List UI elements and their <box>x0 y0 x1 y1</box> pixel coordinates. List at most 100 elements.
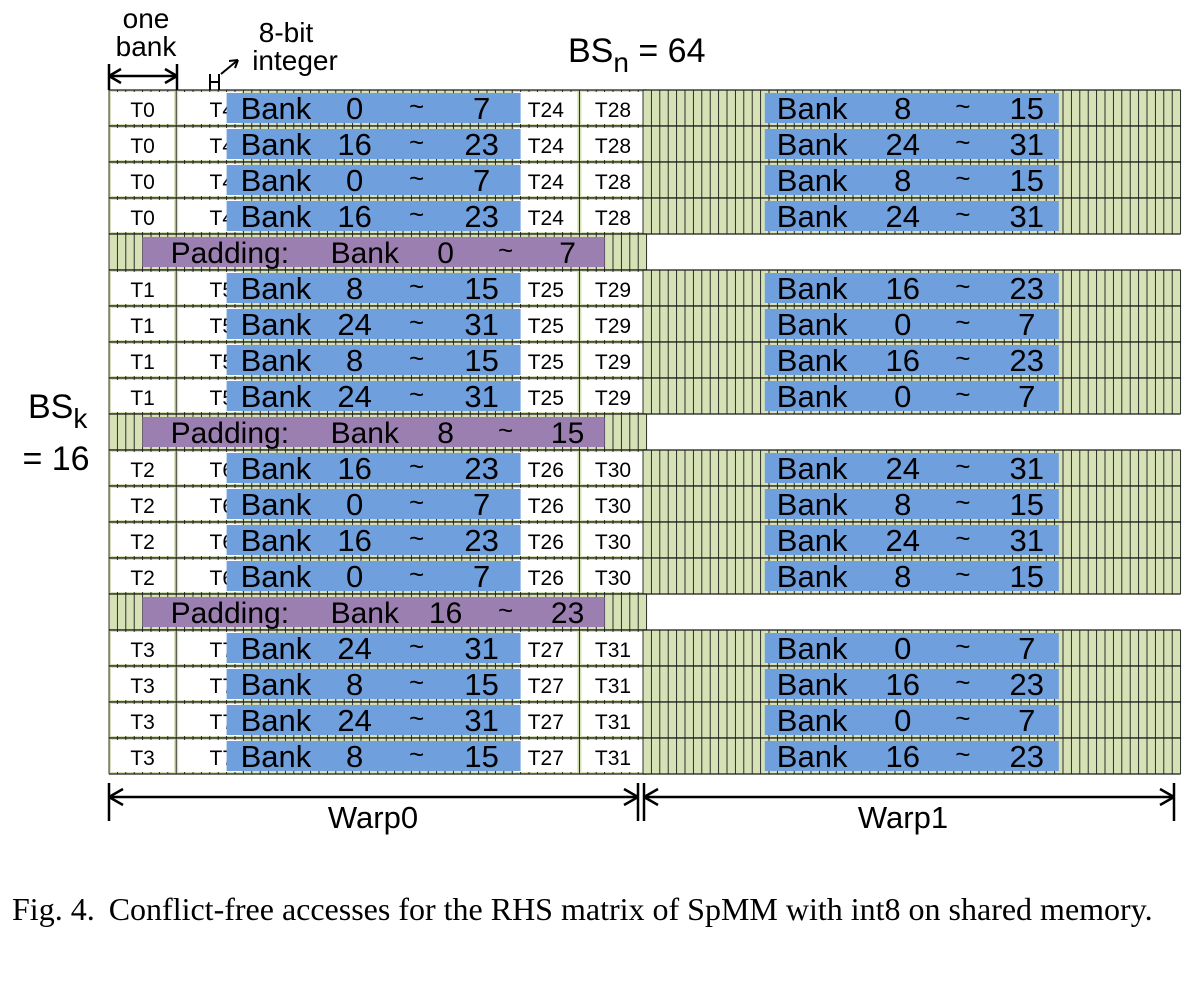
bank-word: Bank <box>777 379 848 414</box>
bank-start: 24 <box>886 451 920 486</box>
bank-bar <box>226 345 521 375</box>
bank-tilde: ~ <box>955 199 970 229</box>
thread-cell <box>111 92 175 124</box>
bank-word: Bank <box>241 163 312 198</box>
bank-start: 24 <box>886 199 920 234</box>
thread-cell <box>514 740 578 772</box>
bank-bar <box>226 381 521 411</box>
thread-label: T29 <box>595 279 631 302</box>
bank-end: 23 <box>464 127 498 162</box>
bank-bar <box>226 669 521 699</box>
bank-end: 7 <box>473 559 490 594</box>
bank-start: 0 <box>894 631 911 666</box>
thread-label: T30 <box>595 567 631 590</box>
bank-tilde: ~ <box>955 271 970 301</box>
thread-label: T1 <box>130 279 155 302</box>
thread-cell <box>111 560 175 592</box>
bank-word: Bank <box>777 703 848 738</box>
bank-start: 0 <box>346 91 363 126</box>
thread-cell <box>514 632 578 664</box>
bank-end: 31 <box>464 631 498 666</box>
thread-cell <box>111 344 175 376</box>
padding-bank-start: 16 <box>429 597 462 630</box>
padding-bank-start: 0 <box>437 237 454 270</box>
padding-bar <box>142 237 605 267</box>
bank-tilde: ~ <box>409 667 424 697</box>
padding-tilde: ~ <box>498 235 513 265</box>
thread-label: T0 <box>130 207 155 230</box>
bank-bar <box>764 129 1059 159</box>
bank-word: Bank <box>777 631 848 666</box>
bank-start: 16 <box>886 667 920 702</box>
bank-start: 0 <box>346 559 363 594</box>
bank-tilde: ~ <box>955 631 970 661</box>
padding-bank-start: 8 <box>437 417 454 450</box>
bank-word: Bank <box>777 307 848 342</box>
bank-tilde: ~ <box>409 379 424 409</box>
padding-bar <box>142 597 605 627</box>
caption-text: Conflict-free accesses for the RHS matri… <box>108 891 1153 927</box>
bank-start: 16 <box>337 523 371 558</box>
thread-cell <box>514 308 578 340</box>
bank-start: 16 <box>337 451 371 486</box>
bsk-base: BS <box>28 388 73 426</box>
bank-word: Bank <box>241 631 312 666</box>
thread-label: T26 <box>528 531 564 554</box>
bank-tilde: ~ <box>955 559 970 589</box>
bank-end: 23 <box>1010 739 1044 774</box>
thread-label: T25 <box>528 387 564 410</box>
bank-start: 24 <box>337 631 371 666</box>
thread-cell <box>581 560 645 592</box>
bank-word: Bank <box>777 559 848 594</box>
thread-label: T3 <box>130 639 155 662</box>
bank-start: 16 <box>886 343 920 378</box>
bank-start: 0 <box>894 307 911 342</box>
thread-cell <box>581 488 645 520</box>
thread-label: T0 <box>130 171 155 194</box>
bsk-value: = 16 <box>22 440 89 478</box>
thread-label: T25 <box>528 351 564 374</box>
bit-arrow <box>220 59 239 75</box>
thread-label: T25 <box>528 315 564 338</box>
bank-tilde: ~ <box>409 307 424 337</box>
bank-end: 7 <box>473 163 490 198</box>
bank-start: 8 <box>346 667 363 702</box>
bank-end: 31 <box>464 307 498 342</box>
thread-label: T25 <box>528 279 564 302</box>
bank-start: 0 <box>346 163 363 198</box>
thread-label: T27 <box>528 639 564 662</box>
thread-cell <box>514 668 578 700</box>
bank-start: 24 <box>337 307 371 342</box>
bank-bar <box>226 741 521 771</box>
bank-start: 8 <box>346 271 363 306</box>
bank-end: 23 <box>464 523 498 558</box>
thread-cell <box>581 380 645 412</box>
bank-bar <box>226 93 521 123</box>
thread-label: T31 <box>595 711 631 734</box>
bank-tilde: ~ <box>409 703 424 733</box>
bank-start: 0 <box>894 379 911 414</box>
warp0-label: Warp0 <box>328 800 418 835</box>
bank-end: 31 <box>1010 523 1044 558</box>
thread-label: T2 <box>130 567 155 590</box>
bank-end: 23 <box>464 199 498 234</box>
thread-cell <box>514 380 578 412</box>
bank-bar <box>764 669 1059 699</box>
thread-cell <box>581 740 645 772</box>
bank-word: Bank <box>777 127 848 162</box>
thread-label: T28 <box>595 207 631 230</box>
thread-label: T2 <box>130 495 155 518</box>
thread-cell <box>514 560 578 592</box>
bank-word: Bank <box>777 91 848 126</box>
bank-bar <box>764 741 1059 771</box>
bank-start: 8 <box>894 487 911 522</box>
bsk-sub: k <box>73 403 88 434</box>
bank-bar <box>226 165 521 195</box>
bank-tilde: ~ <box>955 487 970 517</box>
bank-bar <box>226 309 521 339</box>
bank-tilde: ~ <box>955 523 970 553</box>
thread-cell <box>111 380 175 412</box>
bank-end: 23 <box>464 451 498 486</box>
